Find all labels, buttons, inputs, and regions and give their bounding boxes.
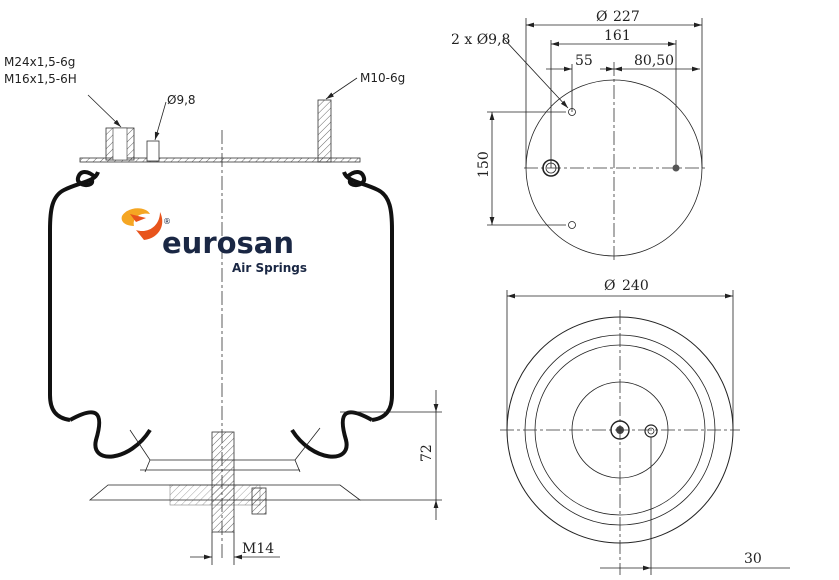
stud-thread-label: M10-6g	[360, 71, 405, 85]
vertical-spacing-label: 150	[476, 151, 492, 178]
hole-spacing-label: 161	[604, 28, 631, 44]
mounting-hole	[568, 221, 576, 229]
logo-brand: eurosan	[162, 226, 294, 260]
hole-diameter-label: Ø9,8	[167, 93, 196, 107]
height-dim-label: 72	[419, 444, 435, 462]
side-view: M24x1,5-6g M16x1,5-6H Ø9,8 M10-6g 72 M14	[4, 55, 442, 565]
offset-label: 30	[744, 551, 762, 567]
diameter-symbol: Ø	[604, 278, 615, 294]
mounting-stud	[317, 99, 332, 163]
mounting-hole	[568, 108, 576, 116]
offset-right-label: 80,50	[634, 53, 674, 69]
registered-mark: ®	[163, 217, 171, 226]
bottom-pin	[251, 487, 267, 515]
outer-diameter-label: 227	[613, 9, 640, 25]
top-view: Ø 227 161 55 80,50 2 x Ø9,8 150	[451, 9, 706, 262]
diameter-symbol: Ø	[596, 9, 607, 25]
air-fitting-hole	[542, 159, 560, 177]
logo-tagline: Air Springs	[232, 261, 307, 275]
pin-hole	[644, 424, 658, 438]
center-bolt	[211, 431, 235, 533]
offset-left-label: 55	[575, 53, 593, 69]
top-plate	[79, 157, 361, 163]
eurosan-logo: ® eurosan Air Springs	[121, 208, 307, 275]
bottom-thread-label: M14	[242, 541, 274, 557]
thread-label-m16: M16x1,5-6H	[4, 72, 77, 86]
bottom-view: Ø 240 30	[500, 278, 790, 575]
outer-diameter-label: 240	[622, 278, 649, 294]
holes-label: 2 x Ø9,8	[451, 32, 510, 48]
stud-hole	[672, 164, 680, 172]
thread-label-m24: M24x1,5-6g	[4, 55, 75, 69]
locating-pin	[146, 140, 160, 162]
